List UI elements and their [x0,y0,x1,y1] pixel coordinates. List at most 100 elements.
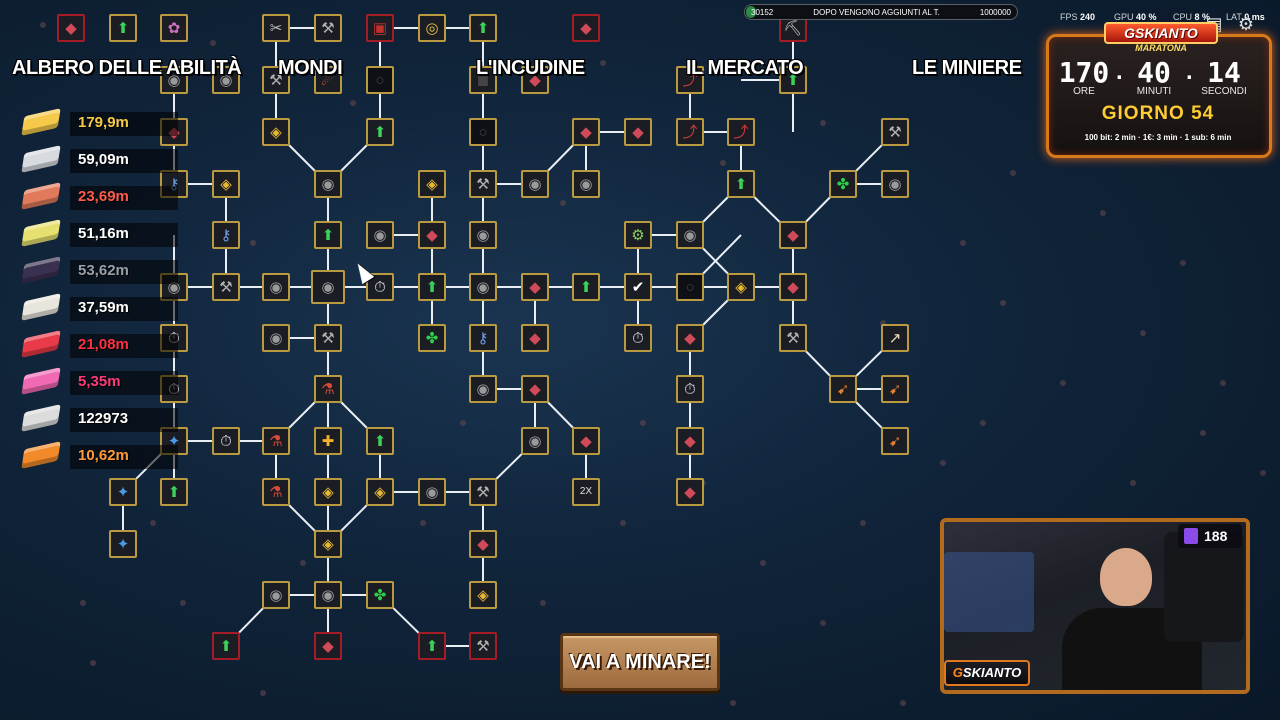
tab-worlds[interactable]: MONDI [278,57,343,79]
skill-ore-node[interactable]: ◆ [624,118,652,146]
gear-icon[interactable]: ⚙ [1237,14,1255,34]
skill-blue-gem-node[interactable]: ✦ [109,478,137,506]
skill-ore-node[interactable]: ◉ [212,66,240,94]
skill-pick-node[interactable]: ⚒ [881,118,909,146]
skill-gem-node[interactable]: ◆ [57,14,85,42]
skill-clock-node[interactable]: ⏱ [366,273,394,301]
skill-key-node[interactable]: ⚷ [469,324,497,352]
skill-ingot-node[interactable]: ◈ [727,273,755,301]
skill-flower-node[interactable]: ✿ [160,14,188,42]
skill-ore-node[interactable]: ◉ [366,221,394,249]
skill-upgrade-node[interactable]: ⬆ [418,273,446,301]
skill-gold-node[interactable]: ◈ [418,170,446,198]
skill-portal-node[interactable]: ○ [469,118,497,146]
skill-portal-node[interactable]: ○ [676,273,704,301]
skill-anvil-node[interactable]: ◼ [469,66,497,94]
skill-clock-node[interactable]: ⏱ [676,375,704,403]
skill-ruby-node[interactable]: ◆ [779,221,807,249]
skill-ore-node[interactable]: ◉ [418,478,446,506]
skill-gold-node[interactable]: ◈ [314,530,342,558]
skill-upgrade-node[interactable]: ⬆ [572,273,600,301]
skill-gear-node[interactable]: ⚙ [624,221,652,249]
skill-gem-node[interactable]: ◆ [676,478,704,506]
skill-ore-node[interactable]: ◉ [262,273,290,301]
skill-upgrade-node[interactable]: ⬆ [418,632,446,660]
skill-boost-node[interactable]: ⤴ [676,118,704,146]
skill-ruby-node[interactable]: ◆ [572,427,600,455]
skill-upgrade-node[interactable]: ⬆ [469,14,497,42]
skill-gold-node[interactable]: ◈ [212,170,240,198]
skill-gold-node[interactable]: ◈ [469,581,497,609]
tab-market[interactable]: IL MERCATO [686,57,804,79]
skill-meteor-node[interactable]: ☄ [314,66,342,94]
skill-upgrade-node[interactable]: ⬆ [727,170,755,198]
skill-ore-node[interactable]: ◉ [881,170,909,198]
tab-mines[interactable]: LE MINIERE [912,57,1022,79]
skill-ore-node[interactable]: ◉ [572,170,600,198]
skill-tool-node[interactable]: ✂ [262,14,290,42]
skill-boost-node[interactable]: ⤴ [727,118,755,146]
skill-upgrade-node[interactable]: ⬆ [366,427,394,455]
skill-cross-node[interactable]: ✚ [314,427,342,455]
skill-blue-gem-node[interactable]: ✦ [109,530,137,558]
skill-ore-node[interactable]: ◉ [521,170,549,198]
skill-key-node[interactable]: ⚷ [212,221,240,249]
skill-pick-node[interactable]: ⚒ [469,478,497,506]
skill-clover-node[interactable]: ✤ [366,581,394,609]
skill-pick-node[interactable]: ⚒ [469,170,497,198]
skill-arrow-node[interactable]: ↗ [881,324,909,352]
skill-dart-node[interactable]: ➹ [881,375,909,403]
tab-anvil[interactable]: L'INCUDINE [476,57,585,79]
skill-ore-node[interactable]: ◉ [521,427,549,455]
tab-skill-tree[interactable]: ALBERO DELLE ABILITÀ [12,57,242,79]
skill-pick-node[interactable]: ⚒ [779,324,807,352]
skill-upgrade-node[interactable]: ⬆ [779,66,807,94]
skill-portal-node[interactable]: ○ [366,66,394,94]
skill-ingot-node[interactable]: ◈ [314,478,342,506]
skill-boost-node[interactable]: ⤴ [676,66,704,94]
skill-pick-node[interactable]: ⚒ [212,273,240,301]
skill-ore-node[interactable]: ◉ [311,270,345,304]
skill-ore-node[interactable]: ◉ [314,581,342,609]
skill-gold-node[interactable]: ◈ [262,118,290,146]
go-mine-button[interactable]: VAI A MINARE! [560,633,720,691]
skill-ore-node[interactable]: ◉ [469,273,497,301]
skill-ruby-node[interactable]: ◆ [521,375,549,403]
skill-upgrade-node[interactable]: ⬆ [314,221,342,249]
skill-gold-ore-node[interactable]: ◎ [418,14,446,42]
skill-pick-node[interactable]: ⚒ [469,632,497,660]
skill-pick-node[interactable]: ⚒ [262,66,290,94]
skill-ore-node[interactable]: ◉ [314,170,342,198]
skill-gem-node[interactable]: ◆ [572,14,600,42]
skill-double-node[interactable]: 2X [572,478,600,506]
skill-upgrade-node[interactable]: ⬆ [109,14,137,42]
skill-ore-node[interactable]: ◉ [469,221,497,249]
skill-clover-node[interactable]: ✤ [418,324,446,352]
skill-ore-node[interactable]: ◉ [262,581,290,609]
skill-clock-node[interactable]: ⏱ [624,324,652,352]
skill-ore-node[interactable]: ◆ [572,118,600,146]
skill-dart-node[interactable]: ➹ [829,375,857,403]
skill-upgrade-node[interactable]: ⬆ [160,478,188,506]
skill-ore-node[interactable]: ◆ [676,324,704,352]
skill-ore-node[interactable]: ◉ [469,375,497,403]
skill-emerald-node[interactable]: ◆ [676,427,704,455]
skill-gem-node[interactable]: ◆ [418,221,446,249]
skill-crystal-node[interactable]: ◆ [521,324,549,352]
skill-check-node[interactable]: ✔ [624,273,652,301]
skill-pick-node[interactable]: ⚒ [314,14,342,42]
skill-ruby-node[interactable]: ◆ [779,273,807,301]
skill-potion-node[interactable]: ⚗ [314,375,342,403]
skill-upgrade-node[interactable]: ⬆ [366,118,394,146]
skill-pick-node[interactable]: ⚒ [314,324,342,352]
skill-ore-node[interactable]: ◆ [521,273,549,301]
skill-gem-node[interactable]: ◆ [314,632,342,660]
skill-chest-node[interactable]: ▣ [366,14,394,42]
skill-crystal-node[interactable]: ◆ [521,66,549,94]
skill-ore-node[interactable]: ◉ [262,324,290,352]
skill-ore-node[interactable]: ◉ [676,221,704,249]
skill-upgrade-node[interactable]: ⬆ [212,632,240,660]
skill-potion-node[interactable]: ⚗ [262,427,290,455]
skill-potion-node[interactable]: ⚗ [262,478,290,506]
skill-clover-node[interactable]: ✤ [829,170,857,198]
